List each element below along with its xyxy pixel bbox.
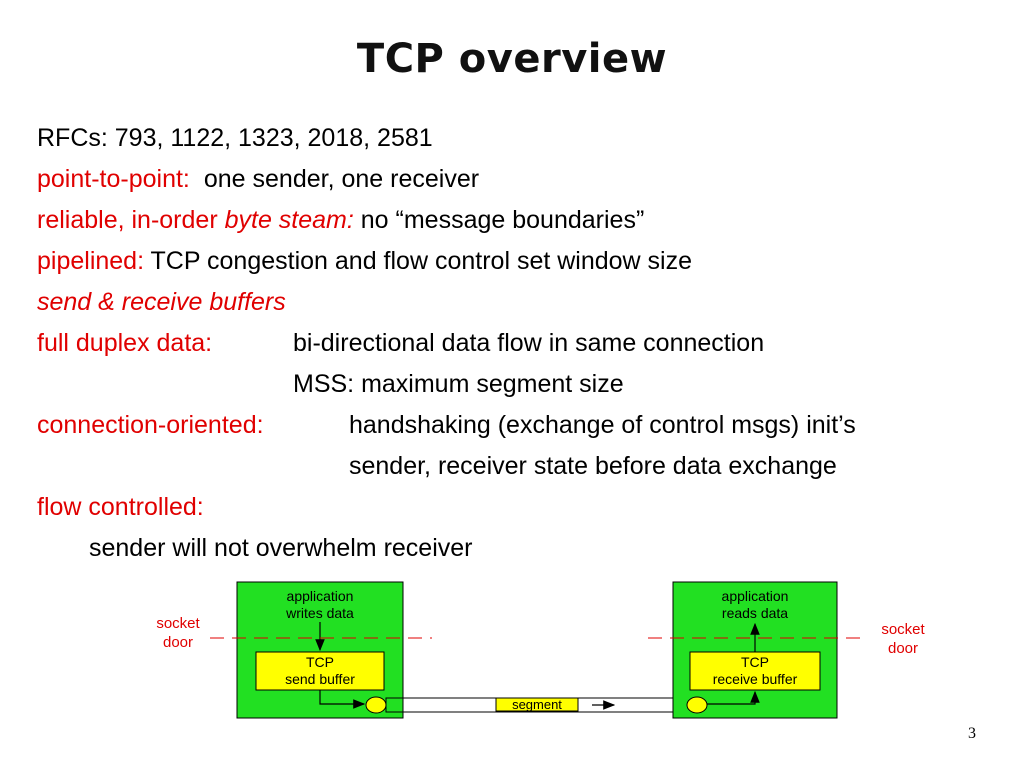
- reliable-text: no “message boundaries”: [360, 206, 645, 234]
- slide-title: TCP overview: [356, 36, 668, 82]
- receive-buffer-line2: receive buffer: [713, 671, 798, 687]
- line-pipelined: pipelined: TCP congestion and flow contr…: [37, 241, 997, 282]
- line-point-to-point: point-to-point: one sender, one receiver: [37, 159, 997, 200]
- receiver-app-line2: reads data: [722, 605, 788, 621]
- sender-app-line2: writes data: [285, 605, 354, 621]
- line-reliable: reliable, in-order byte steam: no “messa…: [37, 200, 997, 241]
- socket-left-line2: door: [163, 634, 193, 651]
- tcp-buffer-diagram: application writes data TCP send buffer …: [156, 581, 926, 719]
- receive-buffer-box: [689, 651, 821, 691]
- pipelined-label: pipelined:: [37, 247, 145, 275]
- receiver-socket: [686, 696, 708, 714]
- line-flow-2: sender will not overwhelm receiver: [37, 528, 997, 569]
- p2p-label: point-to-point:: [37, 165, 190, 193]
- socket-left-line1: socket: [156, 615, 200, 632]
- slide-body: RFCs: 793, 1122, 1323, 2018, 2581 point-…: [37, 118, 997, 569]
- pipelined-text: TCP congestion and flow control set wind…: [150, 247, 693, 275]
- sender-socket: [365, 696, 387, 714]
- send-buffer-line1: TCP: [306, 654, 334, 670]
- segment-box: [495, 697, 579, 712]
- line-buffers: send & receive buffers: [37, 282, 997, 323]
- line-mss: MSS: maximum segment size: [37, 364, 997, 405]
- send-buffer-line2: send buffer: [285, 671, 355, 687]
- page-number: 3: [968, 725, 976, 742]
- line-rfcs: RFCs: 793, 1122, 1323, 2018, 2581: [37, 118, 997, 159]
- line-connection: connection-oriented: handshaking (exchan…: [37, 405, 997, 446]
- mss-text: MSS: maximum segment size: [293, 370, 624, 398]
- segment-label: segment: [512, 697, 562, 712]
- conn-label: connection-oriented:: [37, 411, 264, 439]
- rfcs-text: RFCs: 793, 1122, 1323, 2018, 2581: [37, 124, 433, 152]
- line-connection-2: sender, receiver state before data excha…: [37, 446, 997, 487]
- reliable-label: reliable, in-order: [37, 206, 218, 234]
- receiver-app-line1: application: [722, 588, 789, 604]
- flow-text: sender will not overwhelm receiver: [89, 534, 473, 562]
- socket-right-line1: socket: [881, 621, 925, 638]
- p2p-text: one sender, one receiver: [203, 165, 480, 193]
- buffers-label: send & receive buffers: [37, 288, 286, 316]
- line-flow: flow controlled:: [37, 487, 997, 528]
- reliable-italic: byte steam:: [224, 206, 354, 234]
- send-buffer-box: [255, 651, 385, 691]
- socket-right-line2: door: [888, 640, 918, 657]
- flow-label: flow controlled:: [37, 493, 204, 521]
- duplex-label: full duplex data:: [37, 329, 213, 357]
- conn-text: handshaking (exchange of control msgs) i…: [349, 411, 856, 439]
- socket-to-receive-buffer: [707, 690, 760, 705]
- send-buffer-to-socket: [319, 690, 366, 709]
- receive-buffer-line1: TCP: [741, 654, 769, 670]
- line-duplex: full duplex data: bi-directional data fl…: [37, 323, 997, 364]
- sender-app-line1: application: [287, 588, 354, 604]
- duplex-text: bi-directional data flow in same connect…: [293, 329, 765, 357]
- conn-text-2: sender, receiver state before data excha…: [349, 452, 837, 480]
